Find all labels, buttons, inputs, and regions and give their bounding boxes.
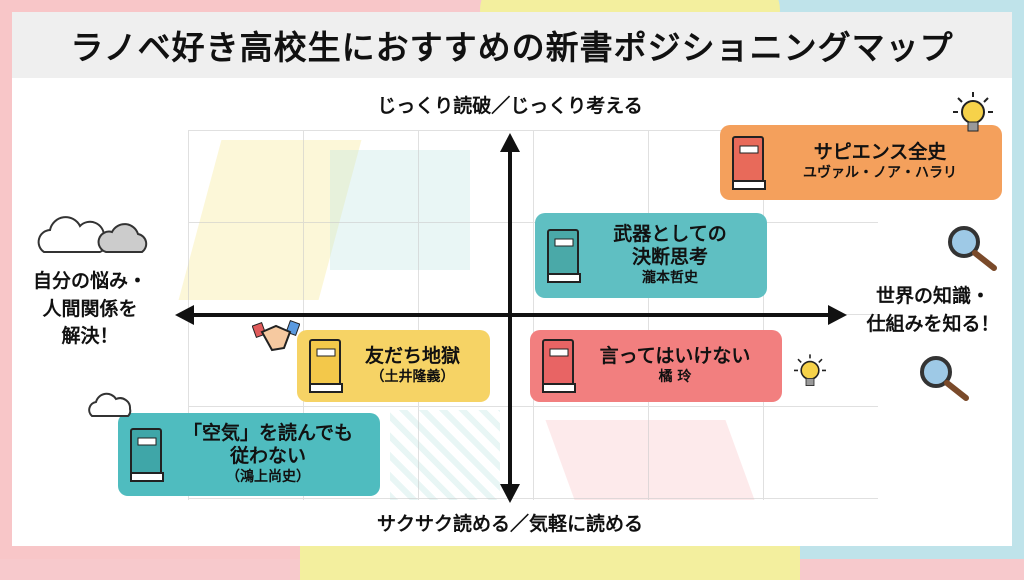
handshake-icon (252, 320, 300, 352)
magnifier-icon (948, 226, 997, 271)
book-card-itte[interactable]: 言ってはいけない橘 玲 (530, 330, 782, 402)
cloud-icon (88, 392, 132, 417)
book-title: 友だち地獄 (364, 344, 460, 367)
book-icon (547, 228, 581, 283)
cloud-icon (37, 216, 148, 253)
book-icon (309, 339, 343, 393)
axis-label-right: 世界の知識・ 仕組みを知る！ (848, 283, 1018, 338)
book-card-tomodachi[interactable]: 友だち地獄（土井隆義） (297, 330, 490, 402)
book-author: （土井隆義） (370, 368, 455, 385)
book-icon (130, 427, 164, 482)
axis-label-left: 自分の悩み・ 人間関係を 解決！ (15, 268, 165, 351)
axes (175, 133, 847, 503)
lightbulb-icon (953, 92, 993, 132)
book-title: 従わない (229, 444, 306, 467)
lightbulb-icon (794, 354, 826, 386)
axis-label-top: じっくり読破／じっくり考える (377, 95, 643, 117)
book-card-sapiens[interactable]: サピエンス全史ユヴァル・ノア・ハラリ (720, 125, 1002, 200)
book-title: 決断思考 (631, 245, 708, 268)
book-title: 「空気」を読んでも (182, 421, 354, 444)
book-icon (542, 339, 576, 393)
book-title: 言ってはいけない (599, 344, 751, 367)
book-author: ユヴァル・ノア・ハラリ (803, 165, 957, 182)
book-icon (732, 135, 766, 190)
book-title: 武器としての (613, 222, 727, 245)
axis-right-line: 仕組みを知る！ (866, 312, 1000, 335)
axis-label-bottom: サクサク読める／気軽に読める (376, 513, 643, 535)
axis-right-line: 世界の知識・ (875, 285, 990, 307)
book-author: 橘 玲 (658, 368, 692, 385)
book-author: 瀧本哲史 (642, 269, 698, 286)
page-title: ラノベ好き高校生におすすめの新書ポジショニングマップ (12, 12, 1012, 78)
book-author: （鴻上尚史） (226, 468, 310, 485)
axis-left-line: 自分の悩み・ (32, 270, 147, 292)
magnifier-icon (920, 356, 969, 401)
book-card-buki[interactable]: 武器としての決断思考瀧本哲史 (535, 213, 767, 298)
axis-left-line: 人間関係を (42, 297, 138, 320)
axis-left-line: 解決！ (61, 325, 119, 348)
book-card-kuuki[interactable]: 「空気」を読んでも従わない（鴻上尚史） (118, 413, 380, 496)
book-title: サピエンス全史 (813, 141, 947, 164)
